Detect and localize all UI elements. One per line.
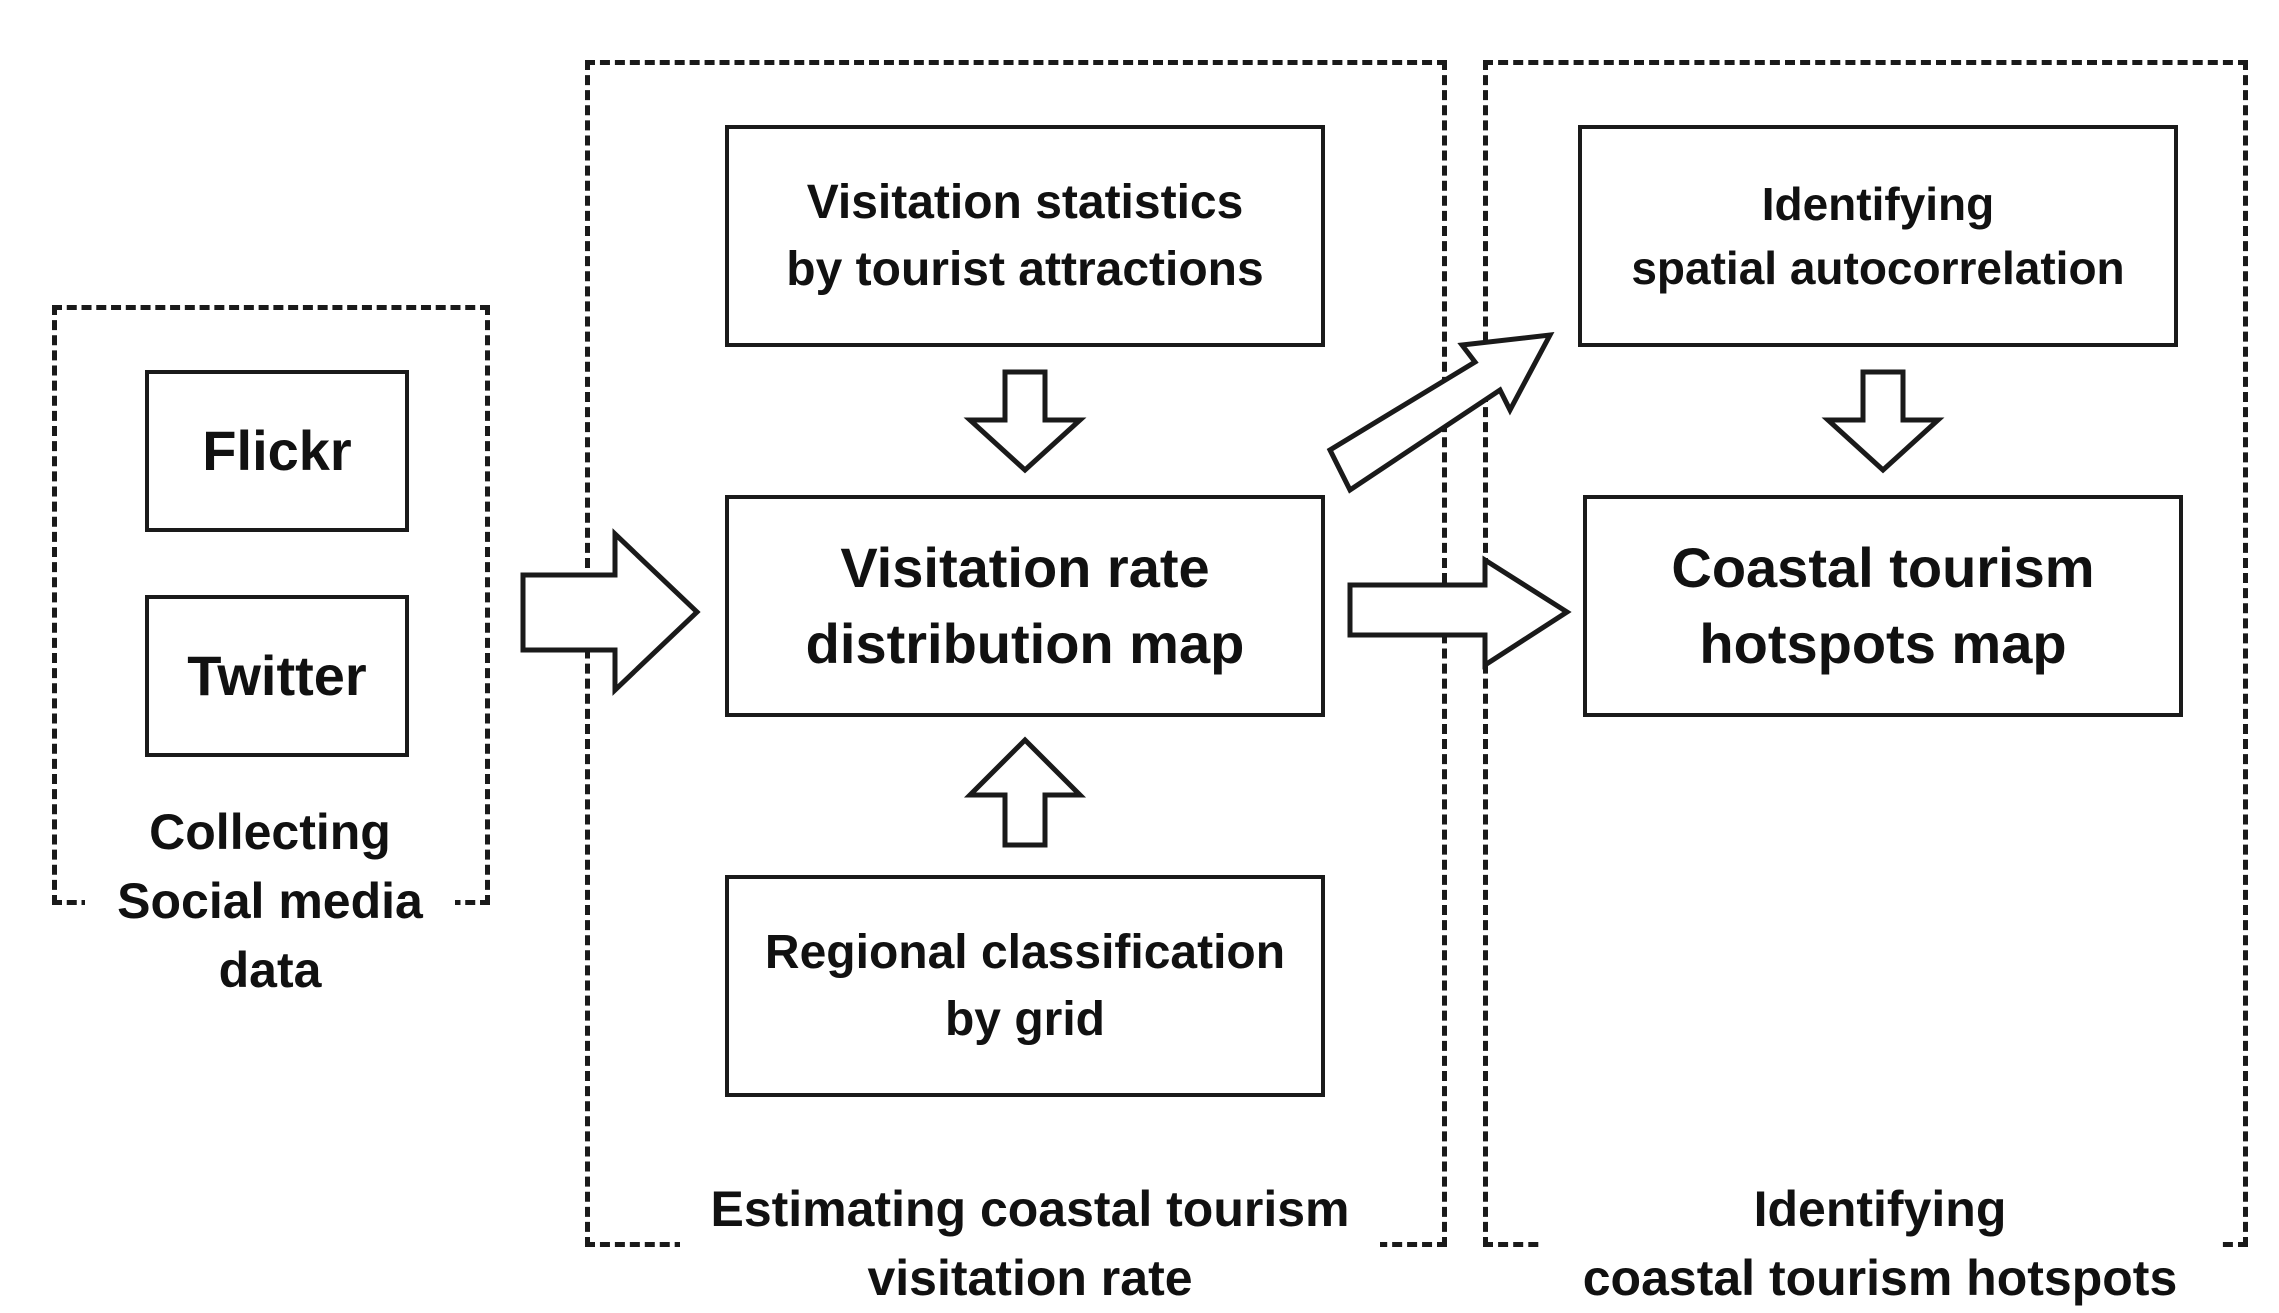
visitation-statistics-box: Visitation statistics by tourist attract… — [725, 125, 1325, 347]
arrow-right-estimate-to-hotspots — [1347, 555, 1572, 670]
arrow-up-regional-to-rate-map — [963, 736, 1087, 848]
spatial-autocorrelation-label: Identifying spatial autocorrelation — [1631, 177, 2125, 294]
spatial-autocorrelation-box: Identifying spatial autocorrelation — [1578, 125, 2178, 347]
flickr-box: Flickr — [145, 370, 409, 532]
caption-collecting-social-media: Collecting Social media data — [85, 798, 455, 998]
twitter-label: Twitter — [187, 643, 367, 707]
flickr-label: Flickr — [202, 418, 352, 482]
visitation-rate-map-box: Visitation rate distribution map — [725, 495, 1325, 717]
arrow-diagonal-to-spatial-autocorrelation — [1326, 331, 1555, 494]
arrow-down-autocorrelation-to-hotspots — [1821, 369, 1945, 474]
visitation-rate-map-label: Visitation rate distribution map — [805, 536, 1245, 675]
arrow-down-statistics-to-rate-map — [963, 369, 1087, 474]
hotspots-map-label: Coastal tourism hotspots map — [1671, 536, 2095, 675]
regional-classification-box: Regional classification by grid — [725, 875, 1325, 1097]
twitter-box: Twitter — [145, 595, 409, 757]
hotspots-map-box: Coastal tourism hotspots map — [1583, 495, 2183, 717]
arrow-right-collect-to-estimate — [520, 528, 701, 696]
caption-identifying-hotspots: Identifying coastal tourism hotspots — [1540, 1175, 2220, 1312]
regional-classification-label: Regional classification by grid — [764, 925, 1286, 1046]
visitation-statistics-label: Visitation statistics by tourist attract… — [786, 175, 1264, 296]
caption-estimating-visitation-rate: Estimating coastal tourism visitation ra… — [680, 1175, 1380, 1312]
